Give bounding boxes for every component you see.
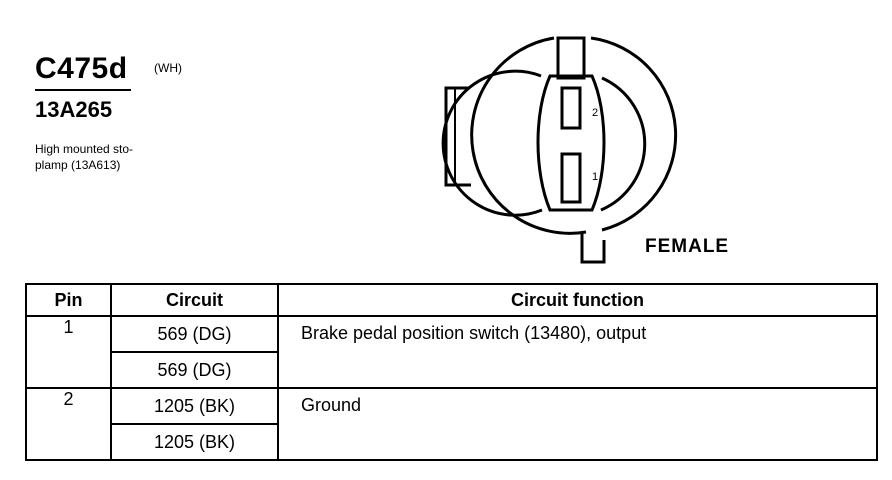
title-divider xyxy=(35,89,131,91)
cavity-2-label: 2 xyxy=(592,107,598,119)
pinout-table: Pin Circuit Circuit function 1 569 (DG) … xyxy=(25,283,878,461)
pin-cell: 1 xyxy=(25,315,112,389)
circuit-cell: 569 (DG) xyxy=(110,351,279,389)
circuit-cell: 1205 (BK) xyxy=(110,387,279,425)
cavity-1-label: 1 xyxy=(592,171,598,183)
table-row: 1205 (BK) xyxy=(26,423,877,461)
circuit-cell: 1205 (BK) xyxy=(110,423,279,461)
connector-color-code: (WH) xyxy=(154,61,182,75)
description-line-1: High mounted sto- xyxy=(35,142,134,156)
connector-outer-ring xyxy=(470,36,587,235)
part-number: 13A265 xyxy=(35,97,113,122)
connector-gender-label: FEMALE xyxy=(645,236,730,257)
connector-inner-ring xyxy=(441,69,543,217)
header-pin: Pin xyxy=(25,283,112,317)
connector-latch-tab xyxy=(444,86,471,187)
connector-outer-ring-right xyxy=(590,36,678,232)
cavity-2 xyxy=(560,86,582,130)
function-cell: Ground xyxy=(277,387,878,461)
connector-description: High mounted sto- plamp (13A613) xyxy=(35,141,275,173)
table-row: 569 (DG) xyxy=(26,351,877,389)
connector-top-key xyxy=(556,36,586,80)
connector-title-block: C475d (WH) 13A265 High mounted sto- plam… xyxy=(35,52,275,173)
description-line-2: plamp (13A613) xyxy=(35,158,121,172)
table-row: 1 569 (DG) Brake pedal position switch (… xyxy=(25,315,878,389)
header-circuit-function: Circuit function xyxy=(277,283,878,317)
table-row: 2 1205 (BK) Ground xyxy=(25,387,878,461)
connector-face-diagram: 2 1 xyxy=(441,36,678,264)
connector-terminal-insert xyxy=(536,74,606,212)
table-header-row: Pin Circuit Circuit function xyxy=(25,283,878,317)
function-cell: Brake pedal position switch (13480), out… xyxy=(277,315,878,389)
connector-bottom-key xyxy=(580,232,606,264)
pin-cell: 2 xyxy=(25,387,112,461)
connector-id: C475d xyxy=(35,52,128,85)
connector-inner-ring-right xyxy=(600,76,647,212)
circuit-cell: 569 (DG) xyxy=(110,315,279,353)
header-circuit: Circuit xyxy=(110,283,279,317)
cavity-1 xyxy=(560,152,582,204)
